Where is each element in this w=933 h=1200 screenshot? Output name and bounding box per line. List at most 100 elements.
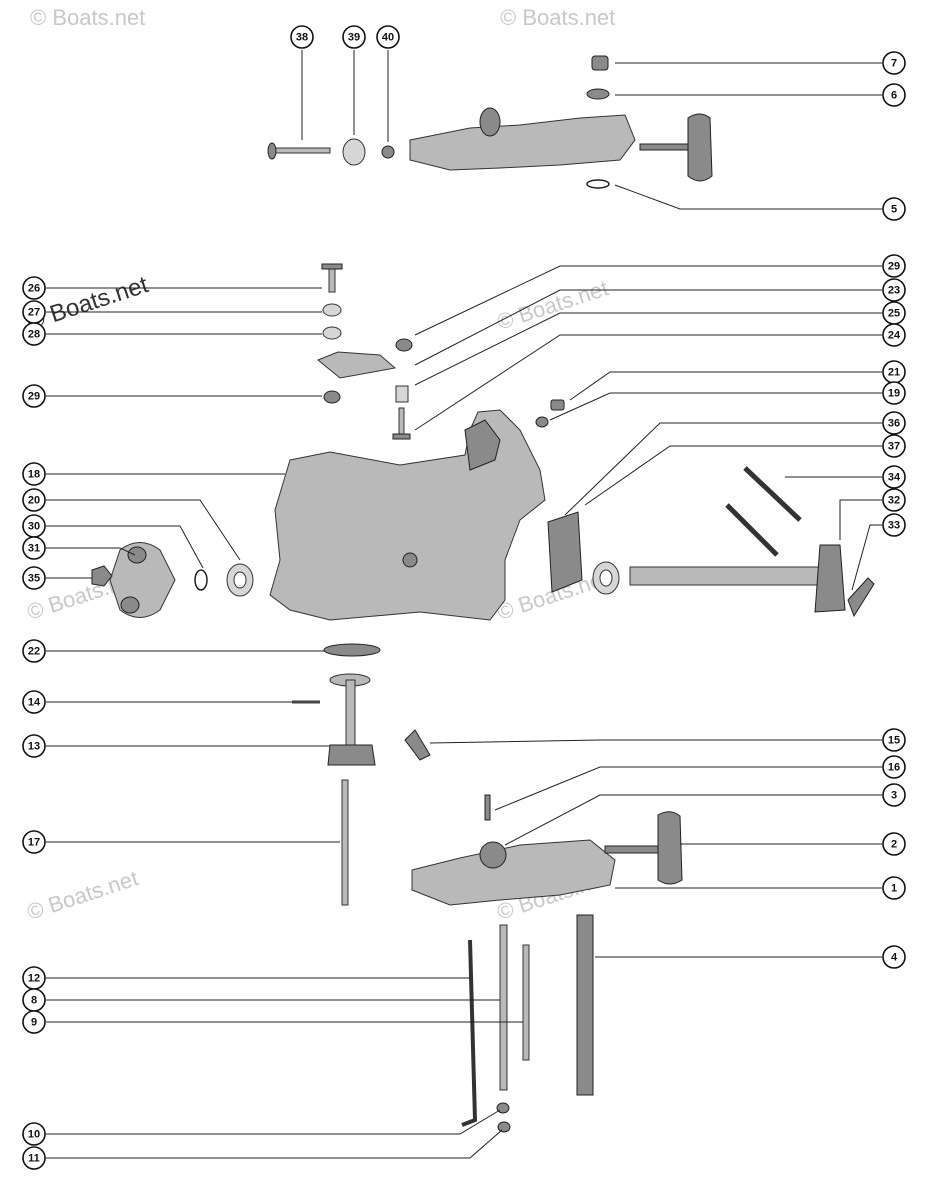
- callout-4: 4: [882, 945, 906, 969]
- callout-21: 21: [882, 360, 906, 384]
- callout-36: 36: [882, 411, 906, 435]
- callout-number: 3: [891, 790, 897, 802]
- callout-number: 15: [888, 735, 900, 747]
- callout-40: 40: [376, 25, 400, 49]
- part-screw-24: [392, 407, 411, 440]
- part-rod-9: [522, 944, 530, 1061]
- callout-number: 21: [888, 367, 900, 379]
- part-rod-17: [341, 779, 349, 906]
- callout-12: 12: [22, 966, 46, 990]
- callout-38: 38: [290, 25, 314, 49]
- callout-number: 28: [28, 329, 40, 341]
- part-oring-30: [194, 569, 208, 591]
- callout-8: 8: [22, 988, 46, 1012]
- callout-number: 10: [28, 1129, 40, 1141]
- callout-39: 39: [342, 25, 366, 49]
- callout-number: 24: [888, 330, 901, 342]
- watermark: © Boats.net: [494, 275, 611, 334]
- part-seal-20: [226, 563, 254, 597]
- callout-20: 20: [22, 488, 46, 512]
- part-oring-5: [586, 179, 610, 189]
- callout-29: 29: [22, 384, 46, 408]
- callout-number: 32: [888, 495, 900, 507]
- callout-11: 11: [22, 1146, 46, 1170]
- callout-number: 8: [31, 995, 37, 1007]
- part-knob-39: [342, 138, 366, 166]
- callout-number: 33: [888, 520, 900, 532]
- callout-32: 32: [882, 488, 906, 512]
- callout-13: 13: [22, 734, 46, 758]
- callout-17: 17: [22, 830, 46, 854]
- callout-29: 29: [882, 254, 906, 278]
- part-bolt-34b: [725, 503, 779, 557]
- callout-number: 16: [888, 762, 900, 774]
- callout-5: 5: [882, 197, 906, 221]
- callout-25: 25: [882, 301, 906, 325]
- callout-18: 18: [22, 462, 46, 486]
- callout-number: 12: [28, 973, 40, 985]
- part-bracket-31: [109, 542, 176, 618]
- part-spacer-25: [395, 385, 409, 403]
- callout-14: 14: [22, 690, 46, 714]
- callout-number: 38: [296, 32, 308, 44]
- callout-number: 26: [28, 283, 40, 295]
- part-rod-8: [499, 924, 508, 1091]
- callout-number: 23: [888, 285, 900, 297]
- callout-31: 31: [22, 536, 46, 560]
- callout-number: 39: [348, 32, 360, 44]
- part-upper-clamp: [409, 107, 713, 182]
- callout-number: 1: [891, 883, 897, 895]
- callout-37: 37: [882, 434, 906, 458]
- callout-number: 17: [28, 837, 40, 849]
- callout-number: 5: [891, 204, 897, 216]
- callout-number: 11: [28, 1153, 40, 1165]
- part-nut-7: [591, 55, 609, 71]
- part-washer-28: [322, 326, 342, 340]
- part-nut-35: [91, 565, 113, 587]
- part-fitting-21: [550, 399, 565, 411]
- callout-3: 3: [882, 783, 906, 807]
- callout-26: 26: [22, 276, 46, 300]
- part-tilt-tube-32: [629, 544, 846, 613]
- callout-number: 2: [891, 839, 897, 851]
- callout-6: 6: [882, 83, 906, 107]
- callout-10: 10: [22, 1122, 46, 1146]
- callout-number: 14: [28, 697, 41, 709]
- part-pin-13: [327, 673, 376, 766]
- callout-2: 2: [882, 832, 906, 856]
- callout-number: 19: [888, 388, 900, 400]
- part-plate-23: [317, 351, 397, 379]
- callout-number: 7: [891, 58, 897, 70]
- part-tube-4: [576, 914, 594, 1096]
- part-seal-right: [592, 561, 620, 595]
- callout-7: 7: [882, 51, 906, 75]
- part-clip-33: [847, 577, 875, 618]
- part-fitting-19: [535, 416, 549, 428]
- callout-number: 29: [28, 391, 40, 403]
- callout-number: 9: [31, 1017, 37, 1029]
- callout-number: 27: [28, 307, 40, 319]
- callout-number: 30: [28, 521, 40, 533]
- part-pin-16: [484, 794, 491, 821]
- callout-number: 6: [891, 90, 897, 102]
- watermark: © Boats.net: [24, 865, 141, 924]
- part-bolt-34: [743, 466, 802, 522]
- callout-number: 40: [382, 32, 394, 44]
- leader-lines: [46, 50, 882, 1159]
- part-swivel-bracket-18: [269, 409, 546, 621]
- callout-27: 27: [22, 300, 46, 324]
- callout-number: 29: [888, 261, 900, 273]
- callout-number: 20: [28, 495, 40, 507]
- callout-number: 13: [28, 741, 40, 753]
- part-lower-clamp-1: [411, 811, 683, 906]
- callout-33: 33: [882, 513, 906, 537]
- watermark: © Boats.net: [30, 5, 145, 30]
- callout-number: 25: [888, 308, 900, 320]
- callout-28: 28: [22, 322, 46, 346]
- callout-15: 15: [882, 728, 906, 752]
- callout-23: 23: [882, 278, 906, 302]
- part-screw-38: [267, 142, 331, 160]
